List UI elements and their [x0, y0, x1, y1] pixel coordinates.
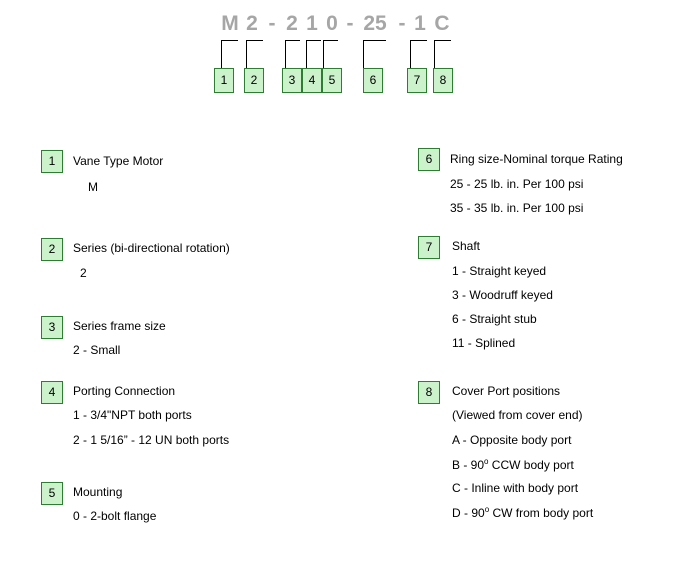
- section-number: 7: [418, 236, 440, 259]
- position-box-5: 5: [322, 68, 342, 93]
- option-line: 25 - 25 lb. in. Per 100 psi: [450, 177, 584, 191]
- position-box-1: 1: [214, 68, 234, 93]
- code-dash: -: [346, 12, 354, 35]
- option-line: 11 - Splined: [452, 336, 516, 350]
- leader-line: [410, 40, 427, 68]
- code-char-porting: 1: [306, 12, 318, 35]
- option-line: 1 - 3/4"NPT both ports: [73, 408, 192, 422]
- leader-line: [306, 40, 321, 68]
- leader-line: [434, 40, 451, 68]
- code-char-shaft: 1: [414, 12, 426, 35]
- leader-line: [363, 40, 386, 68]
- section-number: 5: [41, 482, 63, 505]
- code-dash: -: [398, 12, 406, 35]
- section-number: 8: [418, 381, 440, 404]
- option-line: A - Opposite body port: [452, 433, 572, 447]
- option-line: 2 - 1 5/16” - 12 UN both ports: [73, 433, 230, 447]
- position-box-2: 2: [244, 68, 264, 93]
- section-number: 4: [41, 381, 63, 404]
- code-char-m: M: [221, 12, 239, 35]
- leader-line: [221, 40, 238, 68]
- code-char-series: 2: [246, 12, 258, 35]
- section-title: Series (bi-directional rotation): [73, 241, 230, 255]
- leader-line: [246, 40, 263, 68]
- leader-line: [285, 40, 300, 68]
- section-title: Series frame size: [73, 319, 166, 333]
- section-title: Cover Port positions: [452, 384, 561, 398]
- option-line: 0 - 2-bolt flange: [73, 509, 157, 523]
- section-number: 6: [418, 148, 440, 171]
- code-char-mounting: 0: [326, 12, 338, 35]
- option-line: 35 - 35 lb. in. Per 100 psi: [450, 201, 584, 215]
- section-number: 2: [41, 238, 63, 261]
- option-line: D - 90o CW from body port: [452, 505, 594, 520]
- section-title: Porting Connection: [73, 384, 176, 398]
- section-title: Ring size-Nominal torque Rating: [450, 152, 623, 166]
- option-line: (Viewed from cover end): [452, 408, 583, 422]
- position-box-3: 3: [282, 68, 302, 93]
- option-line: C - Inline with body port: [452, 481, 579, 495]
- option-line: B - 90o CCW body port: [452, 457, 574, 472]
- option-line: 2 - Small: [73, 343, 121, 357]
- option-line: M: [88, 180, 98, 194]
- option-line: 1 - Straight keyed: [452, 264, 547, 278]
- option-line: 3 - Woodruff keyed: [452, 288, 553, 302]
- position-box-7: 7: [407, 68, 427, 93]
- section-number: 3: [41, 316, 63, 339]
- position-box-8: 8: [433, 68, 453, 93]
- section-number: 1: [41, 150, 63, 173]
- code-char-cover: C: [434, 12, 450, 35]
- code-char-ring: 25: [363, 12, 387, 35]
- position-box-4: 4: [302, 68, 322, 93]
- code-char-frame: 2: [286, 12, 298, 35]
- option-line: 2: [80, 266, 87, 280]
- section-title: Mounting: [73, 485, 123, 499]
- section-title: Shaft: [452, 239, 481, 253]
- position-box-6: 6: [363, 68, 383, 93]
- leader-line: [323, 40, 338, 68]
- code-dash: -: [268, 12, 276, 35]
- section-title: Vane Type Motor: [73, 154, 164, 168]
- option-line: 6 - Straight stub: [452, 312, 537, 326]
